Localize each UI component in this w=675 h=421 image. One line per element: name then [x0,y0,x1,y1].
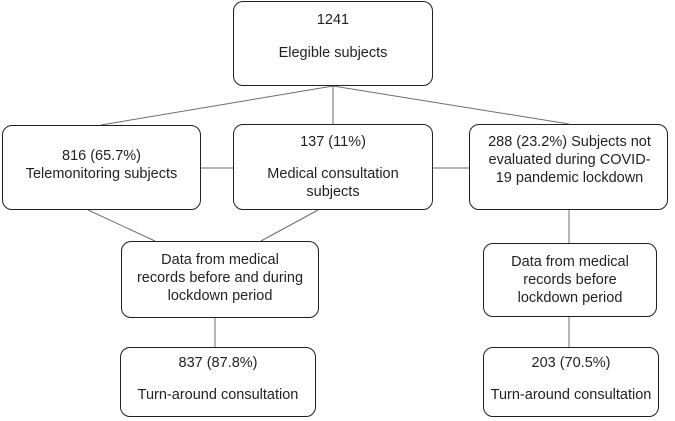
records-before-line2: records before [523,272,617,288]
medical-consultation-label-line1: Medical consultation [267,166,399,182]
turnaround-right-count: 203 (70.5%) [531,355,611,371]
connector-medical-records [260,209,319,242]
not-evaluated-box: 288 (23.2%) Subjects not evaluated durin… [469,124,668,210]
not-evaluated-line3: 19 pandemic lockdown [495,170,644,186]
turnaround-left-label: Turn-around consultation [137,387,299,403]
records-before-during-box: Data from medical records before and dur… [121,241,319,318]
not-evaluated-line1: 288 (23.2%) Subjects not [488,134,651,150]
connector-eligible-not-evaluated [332,85,570,125]
medical-consultation-label-line2: subjects [306,184,360,200]
turnaround-left-box: 837 (87.8%) Turn-around consultation [120,347,316,417]
records-before-during-line3: lockdown period [167,288,273,304]
telemonitoring-label: Telemonitoring subjects [25,166,178,182]
eligible-count: 1241 [316,12,350,28]
eligible-subjects-box: 1241 Elegible subjects [233,1,433,86]
medical-consultation-box: 137 (11%) Medical consultation subjects [233,124,433,210]
records-before-during-line2: records before and during [136,270,304,286]
records-before-line3: lockdown period [517,290,623,306]
turnaround-right-box: 203 (70.5%) Turn-around consultation [483,347,659,417]
medical-consultation-count: 137 (11%) [300,134,366,150]
turnaround-left-count: 837 (87.8%) [178,355,258,371]
connector-eligible-telemonitoring [100,85,334,126]
telemonitoring-subjects-box: 816 (65.7%) Telemonitoring subjects [2,125,201,210]
records-before-box: Data from medical records before lockdow… [483,243,657,317]
connector-telemonitoring-records [87,209,156,242]
turnaround-right-label: Turn-around consultation [490,387,652,403]
records-before-line1: Data from medical [511,254,629,270]
telemonitoring-count: 816 (65.7%) [62,148,141,164]
records-before-during-line1: Data from medical [161,252,279,268]
eligible-label: Elegible subjects [278,45,388,61]
not-evaluated-line2: evaluated during COVID- [488,152,651,168]
